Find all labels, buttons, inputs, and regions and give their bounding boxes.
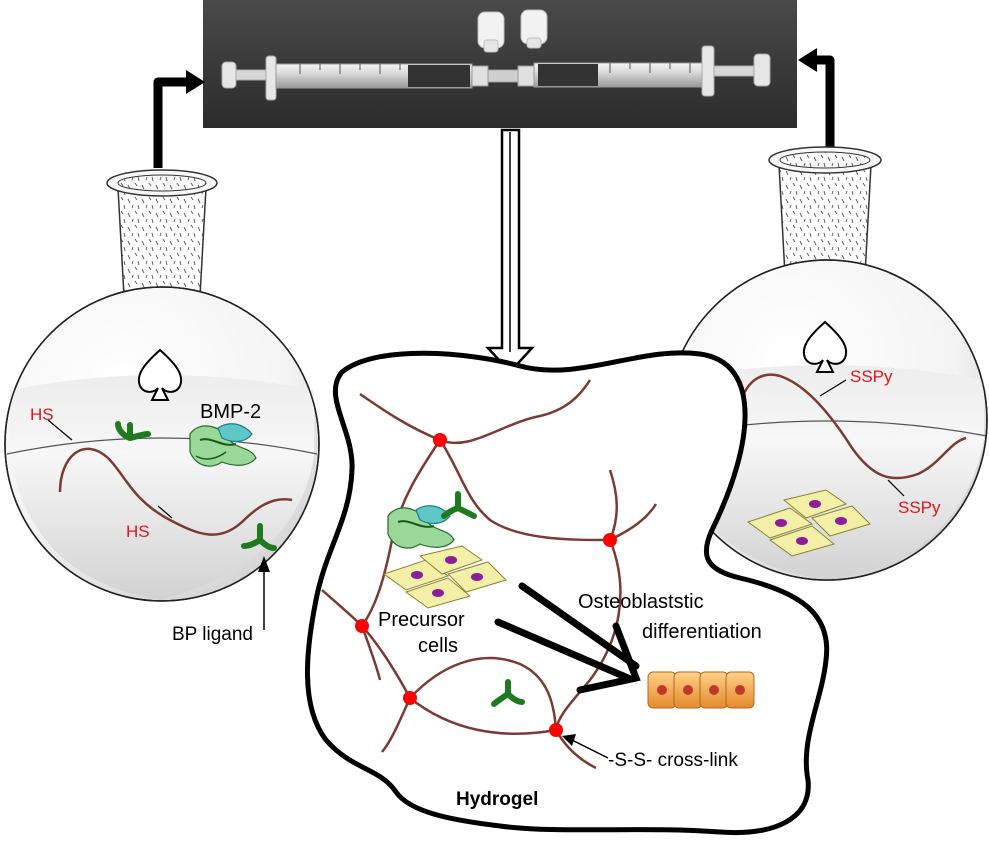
label-osteo-line2: differentiation bbox=[642, 621, 762, 643]
label-osteo-line1: Osteoblaststic bbox=[578, 591, 704, 613]
label-precursor-line2: cells bbox=[418, 635, 458, 657]
arrow-right-flask-to-photo bbox=[798, 48, 835, 148]
polymer-strand bbox=[409, 656, 558, 731]
crosslink-point bbox=[603, 533, 617, 547]
arrow-left-flask-to-photo bbox=[153, 70, 205, 168]
bmp2-protein-icon bbox=[189, 423, 257, 467]
bp-ligand-icon bbox=[441, 491, 477, 519]
crosslink-point bbox=[549, 723, 563, 737]
spade-icon bbox=[137, 348, 183, 401]
label-sspy-top: SSPy bbox=[850, 367, 893, 386]
crosslink-point bbox=[433, 433, 447, 447]
polymer-strand bbox=[359, 379, 592, 445]
label-bmp2: BMP-2 bbox=[200, 401, 261, 423]
left-flask bbox=[4, 169, 320, 630]
sspy-polymer-chain bbox=[738, 373, 967, 480]
precursor-cells-icon bbox=[382, 545, 507, 609]
differentiation-arrow bbox=[494, 582, 641, 694]
arrow-photo-to-hydrogel bbox=[485, 128, 535, 374]
hs-polymer-chain bbox=[58, 447, 293, 536]
polymer-strand bbox=[608, 469, 618, 541]
label-sspy-bottom: SSPy bbox=[898, 498, 941, 517]
osteoblast-cells-icon bbox=[647, 671, 755, 709]
crosslink-point bbox=[355, 619, 369, 633]
crosslink-point bbox=[403, 691, 417, 705]
label-bp-ligand: BP ligand bbox=[172, 624, 253, 645]
syringe-photo bbox=[203, 0, 797, 128]
syringe-cap bbox=[520, 9, 548, 49]
label-crosslink: -S-S- cross-link bbox=[608, 750, 738, 771]
bmp2-protein-icon bbox=[387, 505, 455, 549]
spade-icon bbox=[802, 320, 848, 373]
polymer-strand bbox=[409, 697, 557, 735]
label-hs-top: HS bbox=[30, 405, 54, 424]
bp-ligand-icon bbox=[115, 421, 151, 441]
label-hydrogel: Hydrogel bbox=[456, 789, 538, 810]
polymer-strand bbox=[438, 439, 611, 542]
label-hs-bottom: HS bbox=[126, 522, 150, 541]
label-precursor-line1: Precursor bbox=[378, 609, 465, 631]
syringe-cap bbox=[477, 11, 505, 53]
precursor-cells-icon bbox=[746, 489, 871, 557]
bp-ligand-icon bbox=[241, 523, 277, 551]
hydrogel-region bbox=[304, 350, 830, 836]
bp-ligand-icon bbox=[491, 679, 525, 707]
syringe-connector bbox=[471, 65, 535, 87]
right-flask bbox=[666, 146, 988, 581]
syringe-right bbox=[533, 45, 771, 97]
syringe-left bbox=[221, 55, 473, 101]
